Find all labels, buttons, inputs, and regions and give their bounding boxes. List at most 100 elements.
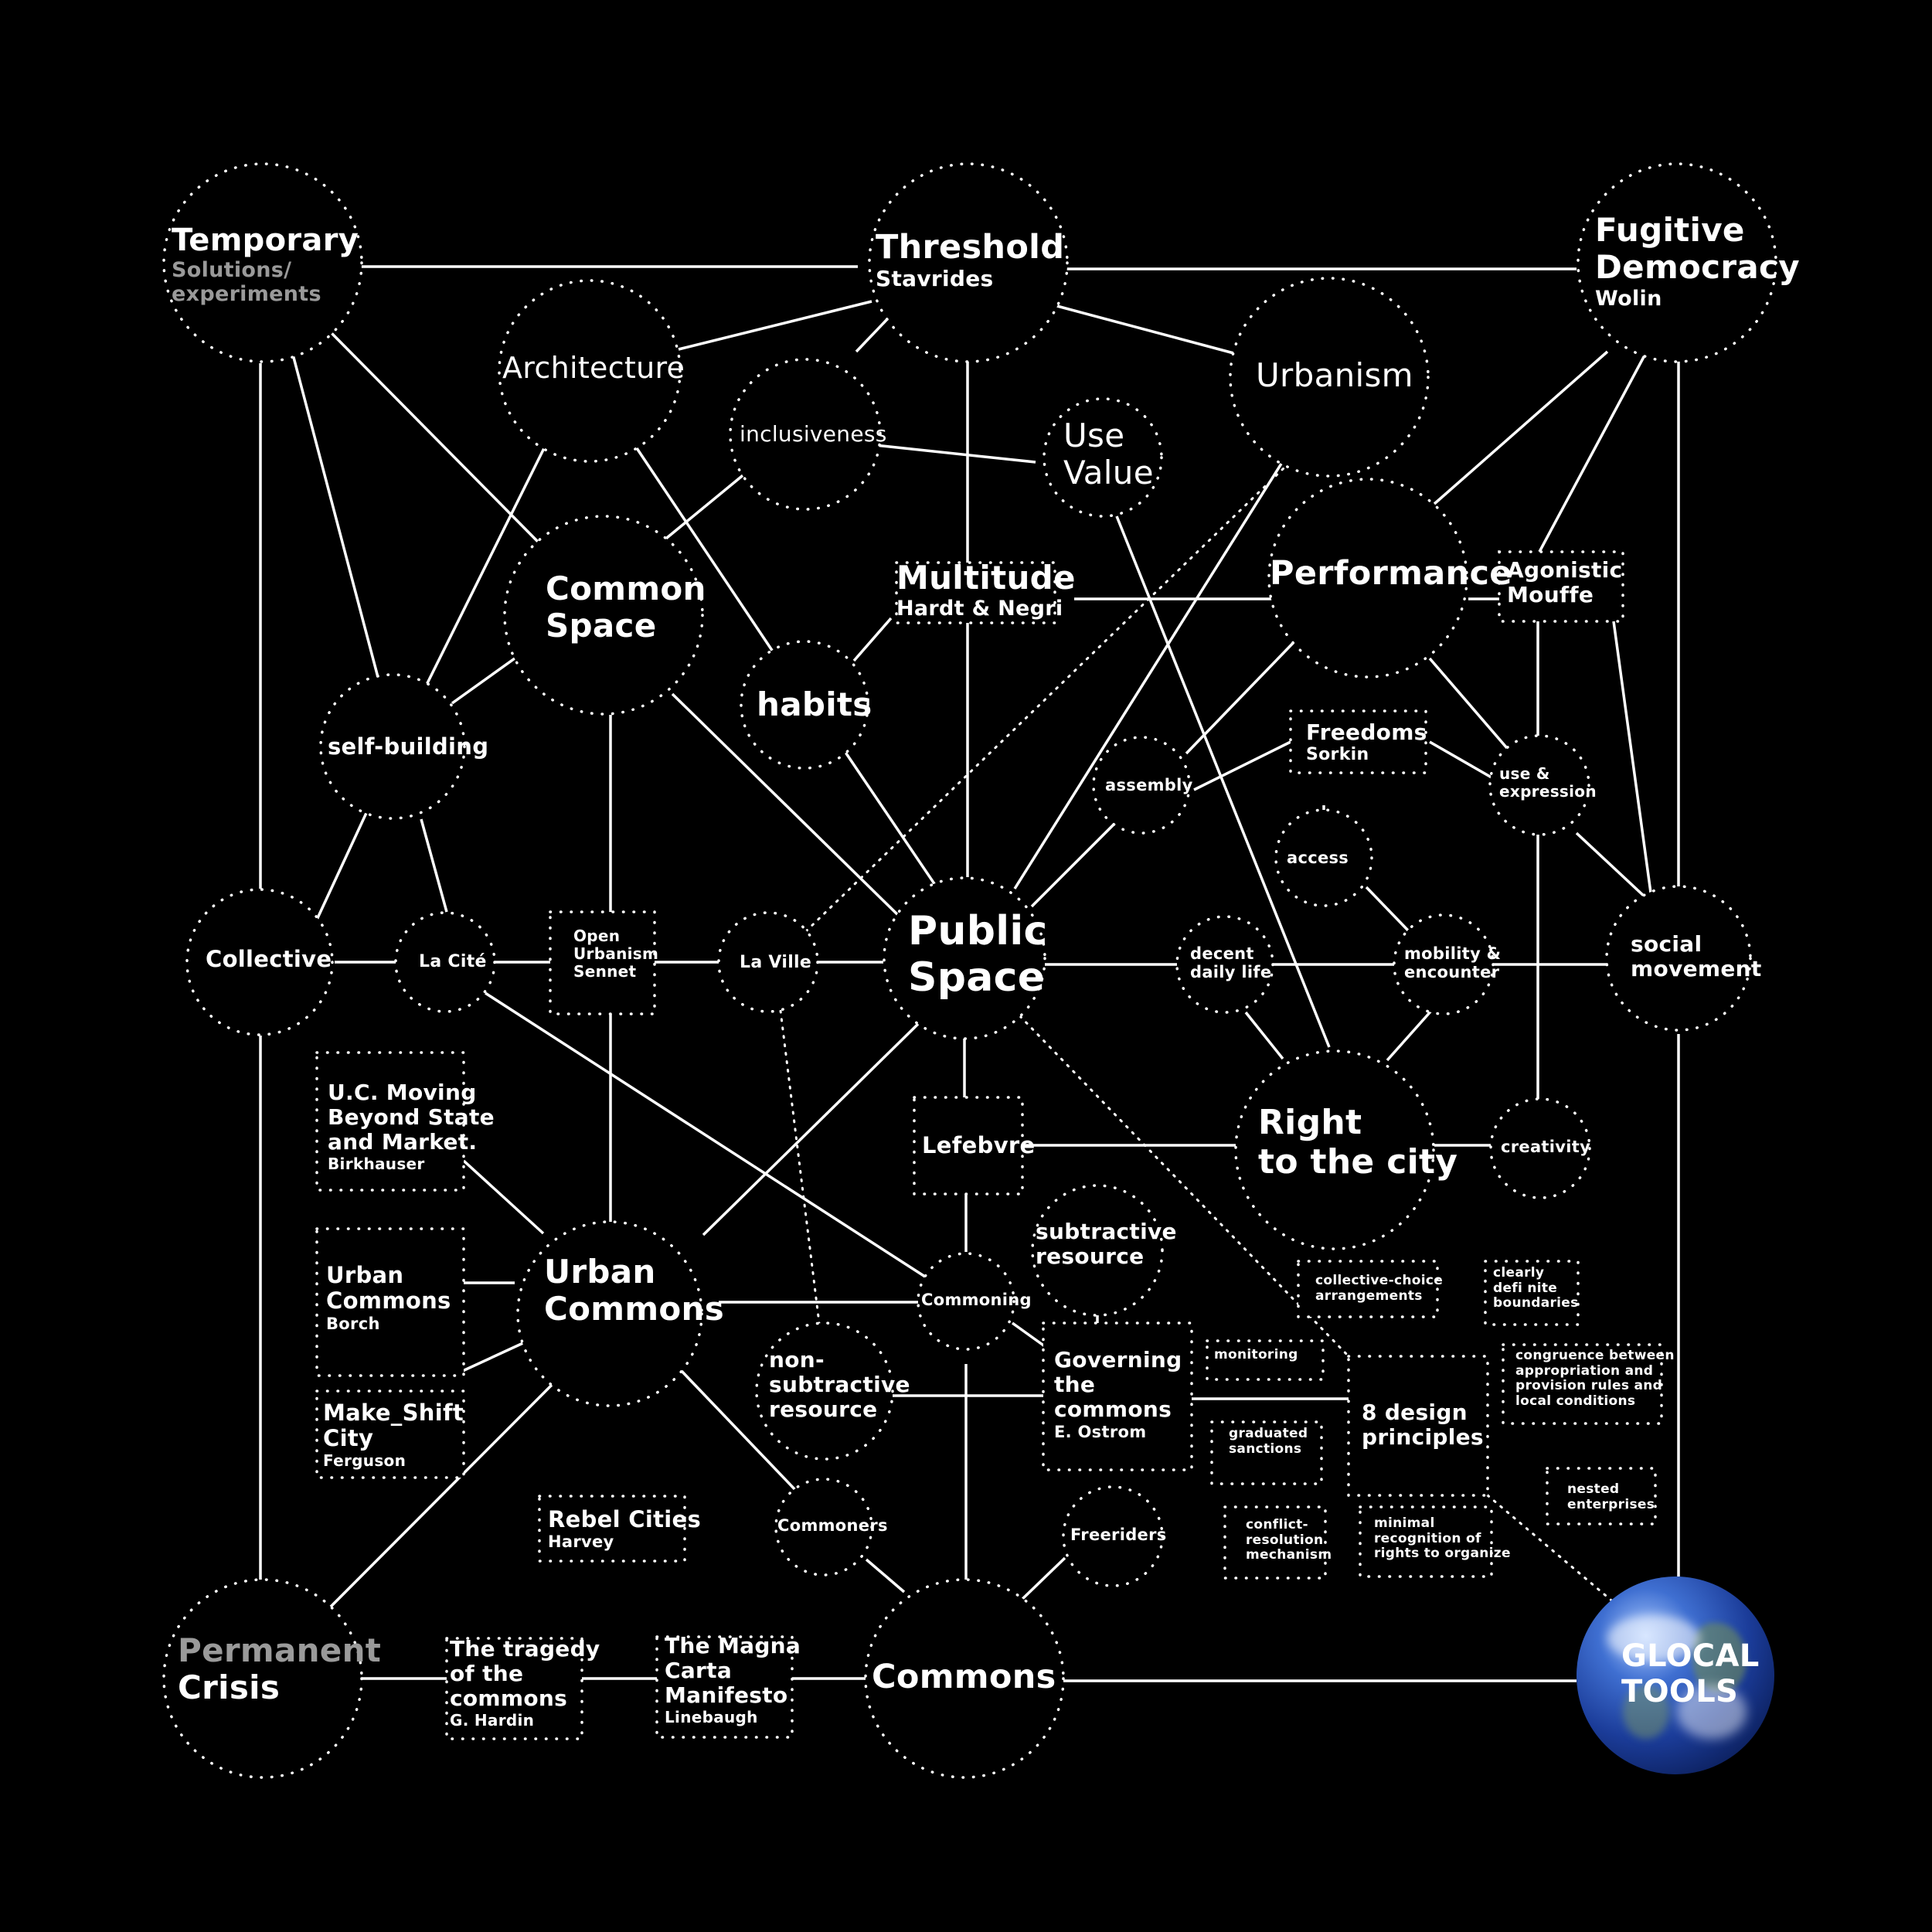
temporary-label-line: Temporary <box>172 223 359 258</box>
governing-commons-label-line: Governing <box>1054 1347 1182 1372</box>
connector-line <box>1020 1556 1066 1601</box>
assembly-node-shape <box>1092 736 1191 835</box>
urbanism-label-line: Urbanism <box>1256 356 1413 394</box>
inclusiveness-label-line: inclusiveness <box>740 421 887 447</box>
la-cite-label-line: La Cité <box>419 952 487 971</box>
connector-line <box>1538 355 1646 553</box>
tragedy-commons-label-line: of the <box>450 1661 524 1687</box>
connector-line <box>1433 350 1609 505</box>
urban-commons-label-line: Urban <box>544 1253 656 1291</box>
connector-line <box>1428 657 1509 750</box>
minimal-recognition-node-shape <box>1359 1505 1493 1578</box>
connector-line <box>451 657 516 705</box>
make-shift-city-label-line: Make_Shift <box>323 1400 464 1426</box>
conflict-resolution-label-line: resolution <box>1246 1532 1324 1548</box>
subtractive-resource-label-line: resource <box>1036 1243 1145 1270</box>
conflict-resolution-node-shape <box>1223 1505 1327 1580</box>
commoners-node-shape <box>774 1478 873 1577</box>
connector-line <box>1013 463 1283 889</box>
design-principles-node-shape <box>1347 1355 1489 1497</box>
open-urbanism-node-shape <box>549 910 656 1015</box>
nested-enterprises-label-line: enterprises <box>1567 1496 1655 1512</box>
decent-daily-life-node-shape <box>1175 915 1274 1014</box>
mobility-encounter-label-line: mobility & <box>1404 944 1502 963</box>
commons-node: Commons <box>872 1658 1056 1696</box>
congruence-label-line: provision rules and <box>1515 1378 1663 1394</box>
connector-line <box>874 444 1036 464</box>
governing-commons-label-line: E. Ostrom <box>1054 1422 1147 1441</box>
lefebvre-node-shape <box>913 1096 1024 1196</box>
public-space-label-line: Space <box>908 954 1046 1001</box>
freeriders-node: Freeriders <box>1070 1526 1167 1544</box>
agonistic-label-line: Agonistic <box>1507 557 1623 583</box>
congruence-label-line: appropriation and <box>1515 1362 1654 1379</box>
non-subtractive-label-line: resource <box>769 1396 878 1423</box>
common-space-node-shape <box>503 515 704 716</box>
multitude-label-line: Multitude <box>896 559 1076 597</box>
monitoring-node: monitoring <box>1214 1347 1298 1363</box>
access-label-line: access <box>1287 849 1349 867</box>
commoning-node: Commoning <box>921 1291 1032 1309</box>
urbanism-node: Urbanism <box>1256 356 1413 394</box>
commoners-label-line: Commoners <box>777 1516 888 1535</box>
assembly-node: assembly <box>1105 776 1193 794</box>
mobility-encounter-node-shape <box>1393 913 1495 1015</box>
clearly-defined-label-line: boundaries <box>1493 1295 1579 1311</box>
connector-line <box>843 750 937 886</box>
public-space-label-line: Public <box>908 908 1048 954</box>
mobility-encounter-label-line: encounter <box>1404 963 1500 982</box>
urban-commons-borch-label-line: Urban <box>326 1262 404 1288</box>
glocal-tools-label-line: TOOLS <box>1621 1674 1739 1709</box>
social-movement-label-line: movement <box>1631 956 1762 982</box>
architecture-node: Architecture <box>502 351 685 386</box>
uc-moving-label-line: U.C. Moving <box>328 1080 477 1105</box>
connector-line <box>1011 1321 1049 1350</box>
uc-moving-node-shape <box>315 1051 465 1192</box>
freedoms-label-line: Freedoms <box>1306 719 1427 745</box>
governing-commons-label-line: commons <box>1054 1396 1172 1423</box>
make-shift-city-node-shape <box>315 1389 465 1479</box>
multitude-node-shape <box>895 561 1056 624</box>
inclusiveness-node-shape <box>729 358 882 511</box>
connector-line <box>702 1022 920 1236</box>
decent-daily-life-label-line: decent <box>1190 944 1254 963</box>
inclusiveness-node: inclusiveness <box>740 421 887 447</box>
urban-commons-borch-label-line: Borch <box>326 1314 380 1333</box>
commons-node-shape <box>864 1578 1065 1779</box>
decent-daily-life-label-line: daily life <box>1190 963 1272 982</box>
rebel-cities-label-line: Harvey <box>548 1532 614 1552</box>
connector-line <box>462 1159 545 1235</box>
connector-line <box>852 617 893 662</box>
access-node-shape <box>1274 808 1373 907</box>
connector-line <box>1115 515 1331 1048</box>
freeriders-label-line: Freeriders <box>1070 1526 1167 1544</box>
connector-line <box>1185 636 1300 755</box>
urban-commons-borch-node-shape <box>315 1227 465 1377</box>
non-subtractive-label-line: subtractive <box>769 1372 910 1398</box>
minimal-recognition-label-line: minimal <box>1374 1515 1435 1531</box>
commons-label-line: Commons <box>872 1658 1056 1696</box>
make-shift-city-label-line: City <box>323 1425 374 1452</box>
permanent-crisis-label-line: Permanent <box>178 1631 382 1669</box>
architecture-node-shape <box>498 279 682 463</box>
non-subtractive-node-shape <box>755 1321 894 1461</box>
graduated-sanctions-label-line: graduated <box>1229 1426 1308 1441</box>
freedoms-node-shape <box>1289 709 1427 774</box>
collective-choice-node-shape <box>1297 1260 1439 1318</box>
self-building-node-shape <box>319 673 466 820</box>
